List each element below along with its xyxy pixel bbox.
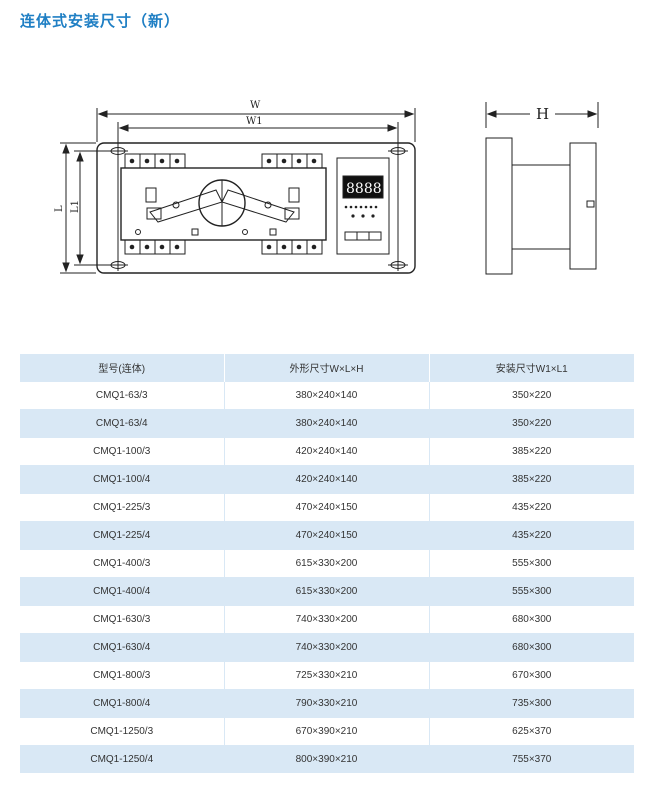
col-mounting-size-header: 安装尺寸W1×L1 — [428, 353, 634, 382]
model-cell: CMQ1-100/4 — [20, 465, 224, 494]
page-title: 连体式安装尺寸（新） — [20, 12, 181, 30]
mounting-size-cell: 385×220 — [428, 465, 634, 494]
model-cell: CMQ1-630/3 — [20, 605, 224, 634]
overall-size-cell: 470×240×150 — [223, 493, 429, 522]
mounting-size-cell: 385×220 — [428, 437, 634, 466]
label-l: L — [54, 205, 65, 212]
label-w1: W1 — [246, 116, 263, 127]
overall-size-cell: 725×330×210 — [223, 661, 429, 690]
mounting-size-cell: 755×370 — [428, 745, 634, 773]
overall-size-cell: 470×240×150 — [223, 521, 429, 550]
mounting-size-cell: 625×370 — [428, 717, 634, 746]
col-model-header: 型号(连体) — [20, 353, 224, 382]
mounting-size-cell: 435×220 — [428, 521, 634, 550]
dimension-drawings: W W1 L L1 H 8888 — [54, 100, 599, 275]
overall-size-cell: 420×240×140 — [223, 437, 429, 466]
overall-size-cell: 420×240×140 — [223, 465, 429, 494]
model-cell: CMQ1-400/3 — [20, 549, 224, 578]
overall-size-cell: 670×390×210 — [223, 717, 429, 746]
label-h: H — [536, 105, 549, 123]
overall-size-cell: 800×390×210 — [223, 745, 429, 773]
overall-size-cell: 790×330×210 — [223, 689, 429, 718]
overall-size-cell: 615×330×200 — [223, 577, 429, 606]
model-cell: CMQ1-400/4 — [20, 577, 224, 606]
model-cell: CMQ1-63/3 — [20, 381, 224, 410]
model-cell: CMQ1-225/3 — [20, 493, 224, 522]
mounting-size-cell: 670×300 — [428, 661, 634, 690]
overall-size-cell: 615×330×200 — [223, 549, 429, 578]
mounting-size-cell: 555×300 — [428, 577, 634, 606]
mounting-size-cell: 350×220 — [428, 409, 634, 438]
mounting-size-cell: 735×300 — [428, 689, 634, 718]
col-overall-size-header: 外形尺寸W×L×H — [223, 353, 429, 382]
overall-size-cell: 740×330×200 — [223, 633, 429, 662]
model-cell: CMQ1-800/3 — [20, 661, 224, 690]
mounting-size-cell: 555×300 — [428, 549, 634, 578]
controller-display-digits: 8888 — [346, 181, 382, 197]
table-header-row: 型号(连体) 外形尺寸W×L×H 安装尺寸W1×L1 — [20, 353, 634, 382]
model-cell: CMQ1-225/4 — [20, 521, 224, 550]
model-cell: CMQ1-800/4 — [20, 689, 224, 718]
label-l1: L1 — [70, 200, 81, 213]
model-cell: CMQ1-1250/4 — [20, 745, 224, 773]
overall-size-cell: 380×240×140 — [223, 409, 429, 438]
mounting-size-cell: 680×300 — [428, 633, 634, 662]
mounting-size-cell: 435×220 — [428, 493, 634, 522]
overall-size-cell: 380×240×140 — [223, 381, 429, 410]
model-cell: CMQ1-100/3 — [20, 437, 224, 466]
overall-size-cell: 740×330×200 — [223, 605, 429, 634]
model-cell: CMQ1-630/4 — [20, 633, 224, 662]
model-cell: CMQ1-63/4 — [20, 409, 224, 438]
mounting-size-cell: 680×300 — [428, 605, 634, 634]
mounting-size-cell: 350×220 — [428, 381, 634, 410]
label-w: W — [250, 100, 261, 111]
model-cell: CMQ1-1250/3 — [20, 717, 224, 746]
